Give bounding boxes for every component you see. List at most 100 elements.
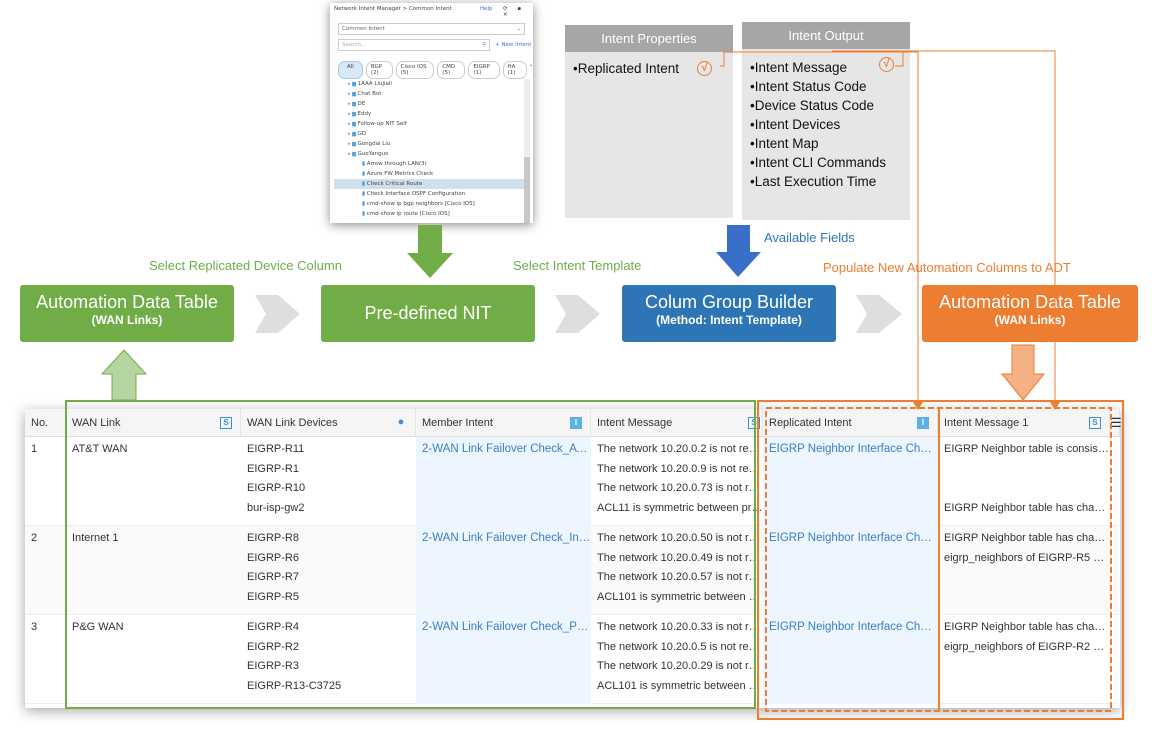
cell-device: EIGRP-R4 [247, 621, 299, 633]
col-header-member-intent[interactable]: Member Intent I [416, 409, 591, 437]
stage-automation-data-table-source: Automation Data Table(WAN Links) [20, 285, 234, 342]
col-header-wan-link-devices[interactable]: WAN Link Devices● [241, 409, 416, 437]
tree-folder[interactable]: 1AAA Liujiali [334, 79, 524, 89]
cell-intent-message-1: EIGRP Neighbor table has changed. [944, 502, 1110, 515]
cell-intent-message: The network 10.20.0.33 is not rea... [597, 621, 763, 633]
intent-properties-list: •Replicated Intent √ [565, 52, 733, 218]
cell-device: EIGRP-R2 [247, 640, 299, 653]
cell-member-intent[interactable]: 2-WAN Link Failover Check_Inte... [416, 526, 591, 615]
cell-device: EIGRP-R13-C3725 [247, 680, 342, 693]
chip-ha[interactable]: HA (1) [502, 61, 527, 79]
header-label: Member Intent [422, 417, 493, 429]
tree-intent[interactable]: cmd-show ip route [Cisco IOS] [334, 209, 524, 219]
cell-intent-message-1 [938, 457, 1110, 477]
cell-member-intent[interactable]: 2-WAN Link Failover Check_AT&... [416, 437, 591, 526]
cell-intent-message-1 [938, 565, 1110, 585]
string-type-icon: S [748, 417, 760, 429]
cell-replicated-intent[interactable]: EIGRP Neighbor Interface Chec... [763, 526, 938, 615]
chip-cmd[interactable]: CMD (5) [437, 61, 466, 79]
tree-scrollbar[interactable] [524, 79, 530, 223]
tree-folder[interactable]: GuoYanguo [334, 149, 524, 159]
device-type-icon: ● [397, 416, 405, 428]
cell-no: 2 [31, 532, 38, 544]
new-intent-button[interactable]: + New Intent [495, 42, 532, 48]
field-intent-devices[interactable]: •Intent Devices [750, 117, 841, 132]
tree-intent[interactable]: Arrow through LAN(3) [334, 159, 524, 169]
field-intent-cli-commands[interactable]: •Intent CLI Commands [750, 155, 887, 170]
cell-wan-link: AT&T WAN [72, 443, 128, 455]
search-placeholder: Search... [342, 42, 367, 48]
cell-member-intent[interactable]: 2-WAN Link Failover Check_P&... [416, 615, 591, 704]
cell-intent-message-1 [938, 654, 1110, 674]
tree-folder[interactable]: Follow-up NIT Self [334, 119, 524, 129]
string-type-icon: S [220, 417, 232, 429]
cell-device: EIGRP-R8 [247, 532, 299, 544]
tree-folder[interactable]: DE [334, 99, 524, 109]
connector-intent-message [895, 50, 1056, 406]
category-select[interactable]: Common Intent ⌄ [338, 23, 525, 35]
header-label: WAN Link [72, 417, 121, 429]
string-type-icon: S [1089, 417, 1101, 429]
nit-title: Network Intent Manager > Common Intent [334, 6, 452, 12]
intent-type-icon: I [917, 417, 929, 429]
col-header-wan-link[interactable]: WAN Link S [66, 409, 241, 437]
col-header-no[interactable]: No. [25, 409, 66, 437]
cell-intent-message: The network 10.20.0.9 is not reac... [597, 462, 763, 475]
stage-subtitle: (WAN Links) [91, 313, 163, 327]
cell-replicated-intent[interactable]: EIGRP Neighbor Interface Chec... [763, 437, 938, 526]
cell-device: EIGRP-R3 [247, 660, 299, 673]
cell-intent-message: The network 10.20.0.50 is not rea... [597, 532, 763, 544]
chip-cisco-ios[interactable]: Cisco IOS (5) [395, 61, 435, 79]
column-menu-icon[interactable]: ☰ [1110, 409, 1122, 437]
select-value: Common Intent [342, 26, 385, 32]
more-chips-icon[interactable]: » [529, 63, 534, 69]
cell-device: EIGRP-R11 [247, 443, 305, 455]
intent-type-icon: I [570, 417, 582, 429]
tree-intent[interactable]: Azure FW Metrics Check [334, 169, 524, 179]
window-controls[interactable]: ⟳ ▪ ✕ [503, 6, 526, 18]
intent-output-list: •Intent Message •Intent Status Code •Dev… [742, 49, 910, 220]
cell-intent-message-1: eigrp_neighbors of EIGRP-R5 has ... [944, 551, 1110, 564]
label-populate: Populate New Automation Columns to ADT [823, 260, 1071, 275]
tree-folder[interactable]: Chat Bot [334, 89, 524, 99]
cell-wan-link: Internet 1 [72, 532, 119, 544]
stage-title: Automation Data Table [36, 292, 218, 312]
tree-folder[interactable]: GD [334, 129, 524, 139]
intent-properties-title: Intent Properties [565, 25, 733, 52]
cell-intent-message: ACL101 is symmetric between pri... [597, 680, 763, 693]
cell-intent-message: The network 10.20.0.49 is not rea... [597, 551, 763, 564]
chevron-arrow [255, 295, 300, 333]
stage-title: Pre-defined NIT [364, 303, 492, 323]
tree-intent-selected[interactable]: Check Critical Route [334, 179, 524, 189]
chevron-arrow [856, 295, 902, 333]
intent-output-title: Intent Output [742, 22, 910, 49]
automation-data-table: No. WAN Link S WAN Link Devices● Member I… [25, 409, 1122, 708]
help-link[interactable]: Help [480, 6, 493, 12]
field-last-execution-time[interactable]: •Last Execution Time [750, 174, 877, 189]
cell-wan-link: P&G WAN [72, 621, 124, 633]
cell-intent-message-1 [938, 674, 1110, 694]
chevron-down-icon: ⌄ [516, 26, 521, 32]
cell-intent-message-1: EIGRP Neighbor table has changed. [944, 532, 1110, 544]
stage-column-group-builder: Colum Group Builder(Method: Intent Templ… [622, 285, 836, 342]
field-intent-map[interactable]: •Intent Map [750, 136, 819, 151]
label-select-device-column: Select Replicated Device Column [149, 258, 342, 273]
chip-eigrp[interactable]: EIGRP (1) [468, 61, 500, 79]
tree-intent[interactable]: Check Interface OSPF Configuration [334, 189, 524, 199]
stage-subtitle: (Method: Intent Template) [656, 313, 802, 327]
cell-replicated-intent[interactable]: EIGRP Neighbor Interface Chec... [763, 615, 938, 704]
stage-subtitle: (WAN Links) [994, 313, 1066, 327]
field-replicated-intent[interactable]: •Replicated Intent [573, 61, 680, 76]
tree-intent[interactable]: cmd-show ip bgp neighbors [Cisco IOS] [334, 199, 524, 209]
chip-bgp[interactable]: BGP (2) [365, 61, 393, 79]
tree-folder[interactable]: Gongdai Liu [334, 139, 524, 149]
field-intent-status-code[interactable]: •Intent Status Code [750, 79, 867, 94]
chip-all[interactable]: All [338, 61, 363, 79]
tree-folder[interactable]: Eddy [334, 109, 524, 119]
down-arrow-orange [1000, 344, 1046, 401]
search-input[interactable]: Search...⚲ [338, 39, 490, 51]
field-device-status-code[interactable]: •Device Status Code [750, 98, 875, 113]
